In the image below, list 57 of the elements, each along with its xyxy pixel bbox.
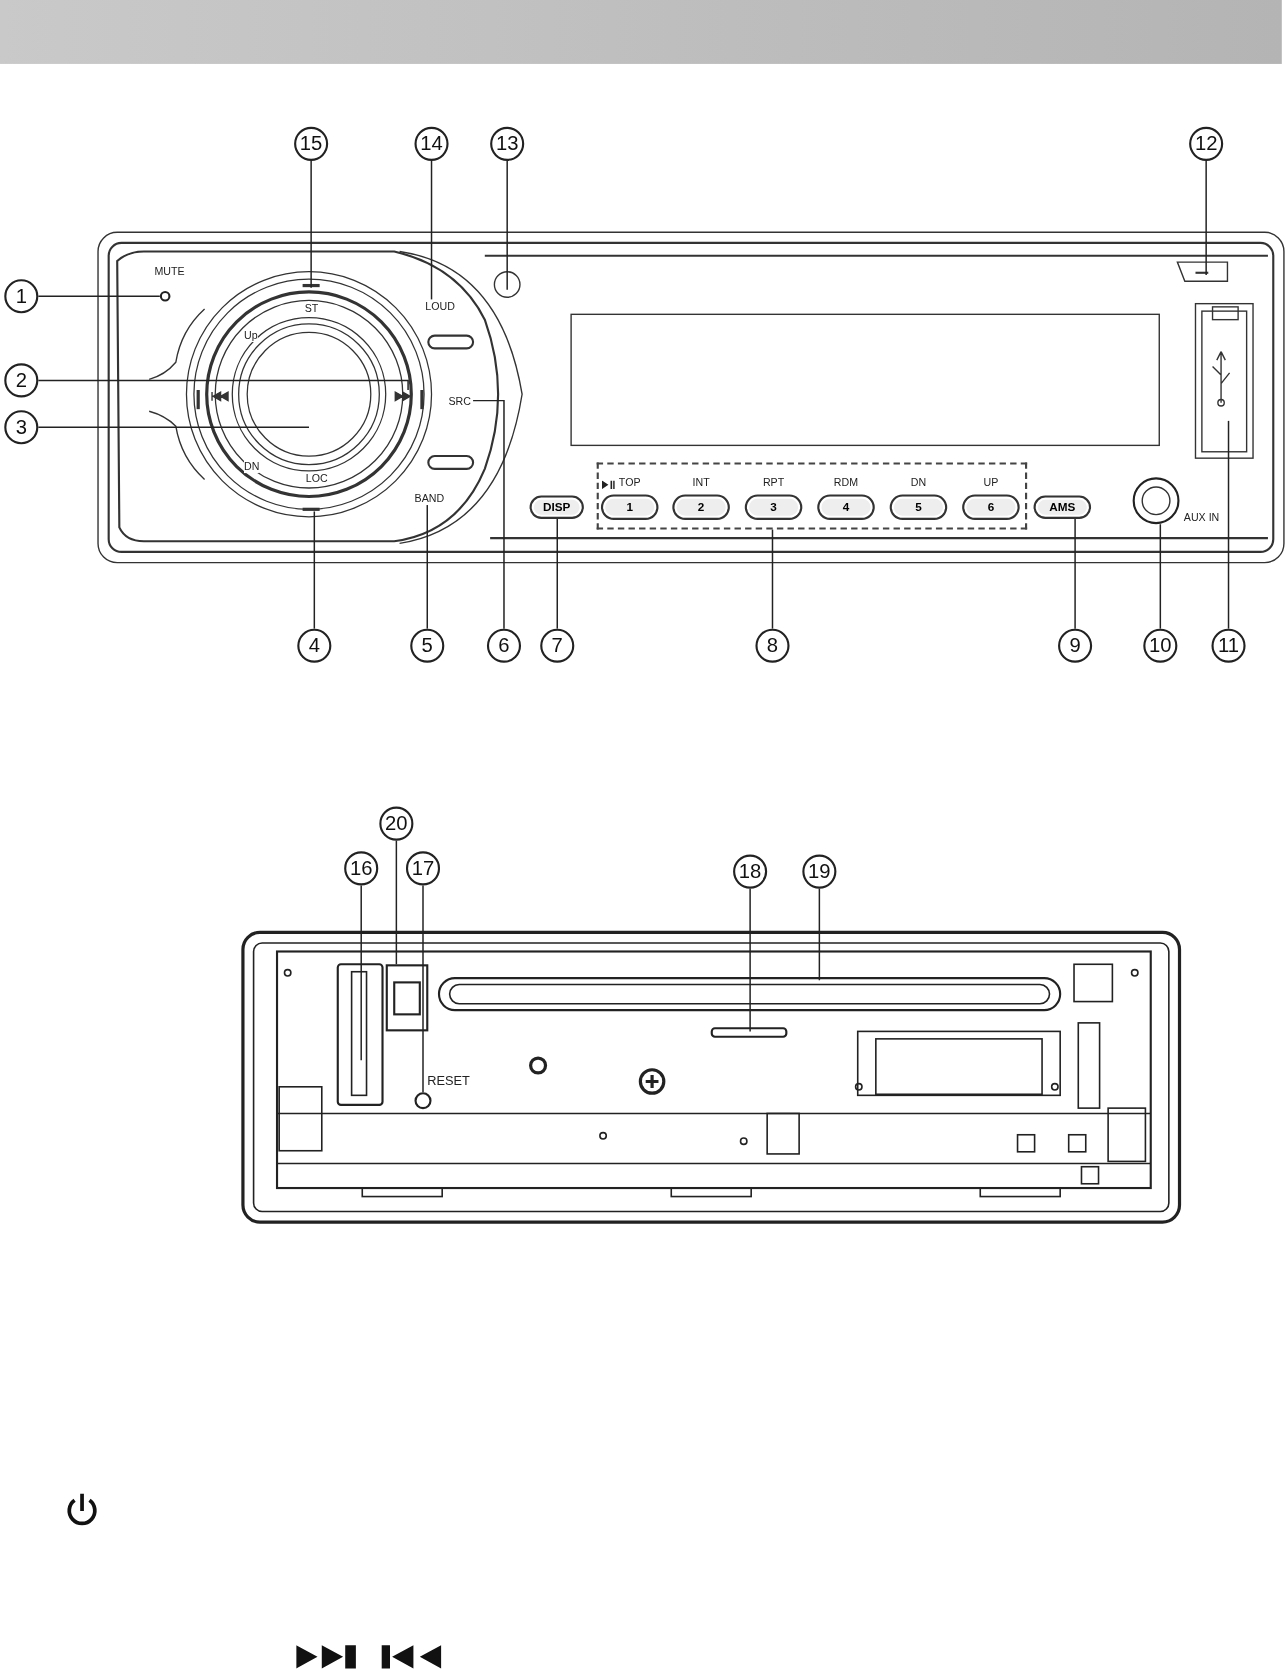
callout-number: 19 — [802, 854, 837, 889]
leader-line — [749, 887, 751, 1033]
button: 6 — [962, 494, 1020, 520]
leader-line — [771, 528, 774, 630]
button: AMS — [1033, 495, 1092, 519]
part-label: RESET — [427, 1074, 470, 1087]
callout-number: 11 — [1211, 628, 1246, 663]
button: 3 — [744, 494, 803, 520]
leader-line — [506, 160, 508, 291]
reset-hole — [414, 1092, 432, 1110]
leader-line — [37, 295, 161, 297]
callout-number: 10 — [1143, 628, 1178, 663]
callout-number: 13 — [490, 126, 525, 161]
part-label: DN — [244, 460, 260, 474]
callout-number: 15 — [294, 126, 329, 161]
leader-line — [37, 379, 409, 391]
leader-line — [313, 510, 316, 630]
leader-line — [360, 884, 362, 1061]
button: 5 — [889, 494, 948, 520]
callout-number: 17 — [405, 851, 441, 886]
callout-number: 7 — [540, 628, 575, 663]
callout-number: 16 — [344, 851, 379, 886]
callout-number: 2 — [4, 363, 39, 398]
leader-line — [1205, 160, 1207, 276]
leader-line — [1227, 420, 1230, 630]
leader-line — [818, 887, 821, 981]
callout-number: 4 — [297, 628, 332, 663]
leader-line — [37, 426, 310, 428]
callout-number: 9 — [1058, 628, 1093, 663]
leader-line — [556, 518, 558, 630]
callout-number: 18 — [733, 854, 768, 889]
callout-number: 1 — [4, 279, 39, 314]
button-group-frame — [596, 462, 1028, 530]
button: 2 — [672, 494, 730, 520]
leader-line — [310, 160, 312, 289]
leader-line — [472, 399, 505, 630]
button: 4 — [817, 494, 875, 520]
button: 1 — [600, 494, 659, 520]
callout-number: 12 — [1189, 126, 1224, 161]
part-label: Up — [244, 329, 258, 343]
leader-line — [430, 160, 433, 301]
callout-number: 8 — [755, 628, 790, 663]
leader-line — [395, 839, 398, 966]
callout-number: 6 — [486, 628, 522, 663]
leader-line — [426, 504, 428, 630]
aux-jack — [1132, 477, 1180, 525]
button: DISP — [529, 495, 584, 519]
callout-number: 3 — [4, 410, 39, 445]
leader-line — [1159, 523, 1162, 630]
square-window — [385, 964, 429, 1032]
part-label: LOC — [305, 472, 328, 485]
leader-line — [1074, 518, 1076, 630]
callout-number: 5 — [410, 628, 445, 663]
mute-button — [159, 290, 171, 302]
callout-number: 20 — [379, 806, 414, 841]
callout-number: 14 — [414, 126, 449, 161]
leader-line — [422, 884, 424, 1093]
